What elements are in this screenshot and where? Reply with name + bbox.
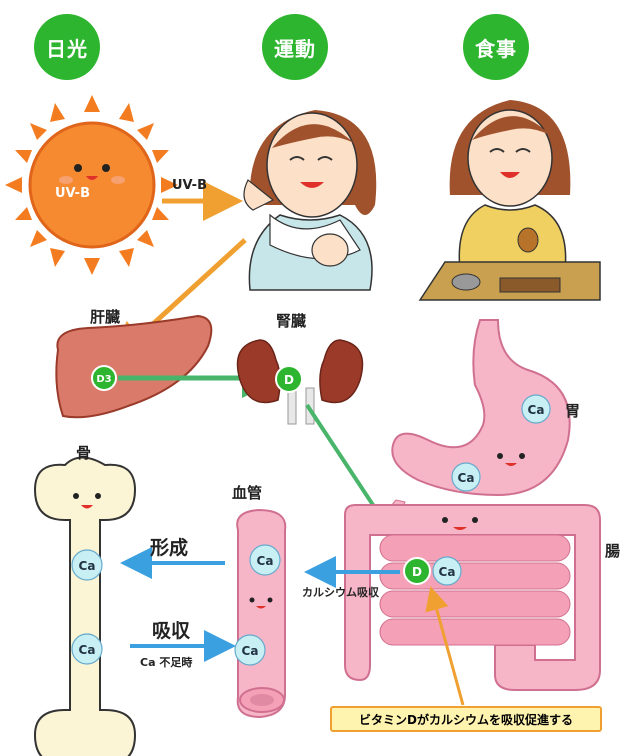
label-kidney: 腎臓 — [276, 310, 306, 331]
d3-badge: D3 — [96, 374, 111, 385]
d-badge-kidney: D — [284, 373, 294, 387]
label-formation: 形成 — [150, 533, 188, 560]
liver-illustration — [56, 316, 211, 417]
label-stomach: 胃 — [565, 400, 580, 421]
ca-badge-stomach-1: Ca — [528, 403, 545, 417]
bone-illustration — [35, 458, 135, 756]
ca-badge-vessel-2: Ca — [242, 644, 259, 658]
uvb-arrow-label: UV-B — [172, 178, 207, 193]
d-badge-intestine: D — [412, 565, 422, 579]
intestine-illustration — [345, 505, 600, 690]
ca-badge-stomach-2: Ca — [458, 471, 475, 485]
label-calcium-absorption: カルシウム吸収 — [302, 584, 379, 600]
ca-badge-bone-2: Ca — [79, 643, 96, 657]
label-intestine: 腸 — [605, 540, 620, 561]
ca-badge-vessel-1: Ca — [257, 554, 274, 568]
label-blood-vessel: 血管 — [232, 482, 262, 503]
label-ca-shortage: Ca 不足時 — [140, 654, 192, 670]
vitamin-d-note: ビタミンDがカルシウムを吸収促進する — [330, 706, 602, 732]
sun-icon — [5, 95, 178, 275]
eating-woman-illustration — [420, 100, 600, 300]
blood-vessel-illustration — [237, 510, 285, 717]
label-liver: 肝臓 — [90, 306, 120, 327]
exercising-woman-illustration — [244, 110, 376, 290]
ca-badge-bone-1: Ca — [79, 559, 96, 573]
sun-label: UV-B — [55, 186, 90, 201]
label-absorption: 吸収 — [152, 616, 190, 643]
label-bone: 骨 — [76, 442, 91, 463]
ca-badge-intestine: Ca — [439, 565, 456, 579]
